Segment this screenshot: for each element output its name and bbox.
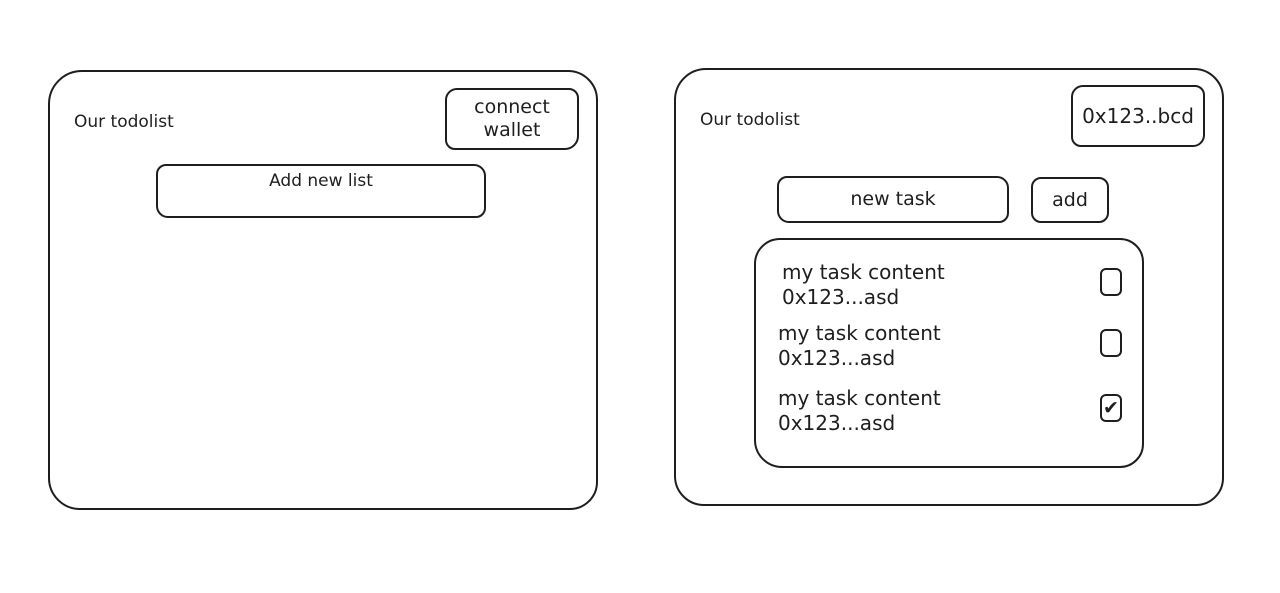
task-owner: 0x123...asd: [778, 346, 896, 370]
new-task-input[interactable]: new task: [777, 176, 1009, 223]
task-owner: 0x123...asd: [782, 285, 900, 309]
add-task-button[interactable]: add: [1031, 177, 1109, 223]
task-item: my task content 0x123...asd: [782, 260, 1122, 312]
connect-wallet-button[interactable]: connect wallet: [445, 88, 579, 150]
wallet-address-button[interactable]: 0x123..bcd: [1071, 85, 1205, 147]
task-content: my task content: [778, 386, 941, 410]
task-checkbox[interactable]: [1100, 268, 1122, 296]
wireframe-connected: Our todolist 0x123..bcd new task add my …: [674, 68, 1224, 506]
task-list: my task content 0x123...asd my task cont…: [754, 238, 1144, 468]
add-new-list-button[interactable]: Add new list: [156, 164, 486, 218]
task-item: my task content 0x123...asd ✔: [778, 386, 1122, 438]
task-checkbox[interactable]: [1100, 329, 1122, 357]
task-owner: 0x123...asd: [778, 411, 896, 435]
task-content: my task content: [782, 260, 945, 284]
task-item: my task content 0x123...asd: [778, 321, 1122, 373]
wireframe-disconnected: Our todolist connect wallet Add new list: [48, 70, 598, 510]
app-title: Our todolist: [74, 112, 174, 132]
app-title: Our todolist: [700, 110, 800, 130]
task-checkbox-checked[interactable]: ✔: [1100, 394, 1122, 422]
task-content: my task content: [778, 321, 941, 345]
checkmark-icon: ✔: [1103, 396, 1119, 419]
